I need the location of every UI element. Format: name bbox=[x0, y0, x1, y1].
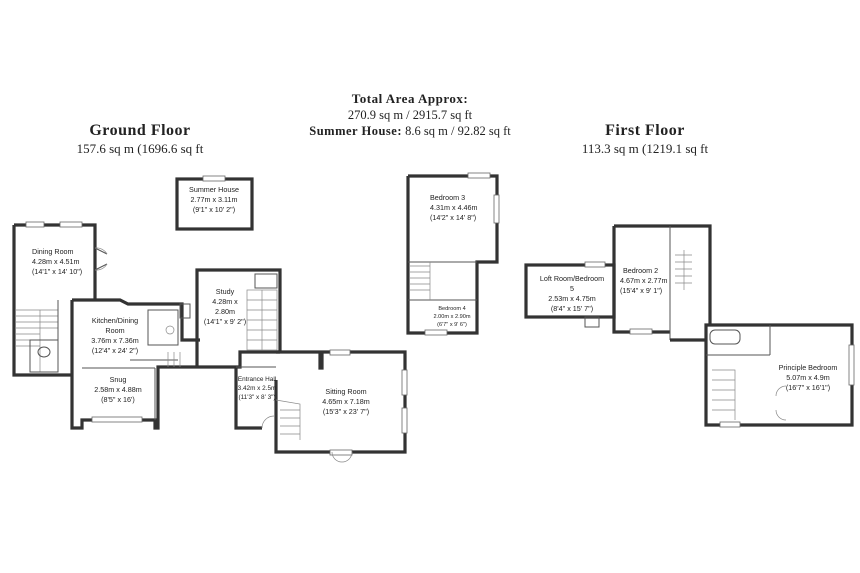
ground-floor-area: 157.6 sq m (1696.6 sq ft bbox=[76, 141, 204, 156]
room-label-bedroom4: Bedroom 4 2.00m x 2.90m (6'7" x 9' 6") bbox=[434, 306, 471, 328]
svg-text:4.28m x 4.51m: 4.28m x 4.51m bbox=[32, 257, 80, 266]
svg-text:2.00m x 2.90m: 2.00m x 2.90m bbox=[434, 314, 471, 320]
svg-text:(14'2" x 14' 8"): (14'2" x 14' 8") bbox=[430, 213, 476, 222]
svg-text:(8'5" x 16'): (8'5" x 16') bbox=[101, 395, 135, 404]
room-label-entrance-hall: Entrance Hall 3.42m x 2.5m (11'3" x 8' 3… bbox=[238, 376, 277, 401]
ground-floor-walls bbox=[12, 221, 408, 456]
svg-text:Sitting Room: Sitting Room bbox=[325, 387, 366, 396]
svg-text:Loft Room/Bedroom: Loft Room/Bedroom bbox=[540, 274, 604, 283]
room-label-sitting-room: Sitting Room 4.65m x 7.18m (15'3" x 23' … bbox=[322, 387, 370, 416]
svg-text:Principle Bedroom: Principle Bedroom bbox=[779, 363, 838, 372]
svg-text:(8'4" x 15' 7"): (8'4" x 15' 7") bbox=[551, 304, 593, 313]
svg-text:Study: Study bbox=[216, 287, 235, 296]
svg-text:2.80m: 2.80m bbox=[215, 307, 235, 316]
svg-text:(12'4" x 24' 2"): (12'4" x 24' 2") bbox=[92, 346, 138, 355]
svg-text:Entrance Hall: Entrance Hall bbox=[238, 376, 276, 383]
svg-text:5: 5 bbox=[570, 284, 574, 293]
svg-text:(15'4" x 9' 1"): (15'4" x 9' 1") bbox=[620, 286, 662, 295]
summer-house-area: Summer House: 8.6 sq m / 92.82 sq ft bbox=[280, 124, 540, 139]
svg-text:2.53m x 4.75m: 2.53m x 4.75m bbox=[548, 294, 596, 303]
svg-text:Snug: Snug bbox=[110, 375, 127, 384]
room-label-snug: Snug 2.58m x 4.88m (8'5" x 16') bbox=[94, 375, 142, 404]
svg-text:(14'1" x 9' 2"): (14'1" x 9' 2") bbox=[204, 317, 246, 326]
svg-text:Bedroom 3: Bedroom 3 bbox=[430, 193, 465, 202]
ground-floor-heading: Ground Floor 157.6 sq m (1696.6 sq ft bbox=[50, 122, 230, 157]
svg-text:2.58m x 4.88m: 2.58m x 4.88m bbox=[94, 385, 142, 394]
svg-text:2.77m x 3.11m: 2.77m x 3.11m bbox=[190, 195, 237, 204]
svg-text:Room: Room bbox=[105, 326, 124, 335]
svg-text:4.28m x: 4.28m x bbox=[212, 297, 238, 306]
total-area-value: 270.9 sq m / 2915.7 sq ft bbox=[347, 108, 473, 122]
room-label-loft-room: Loft Room/Bedroom 5 2.53m x 4.75m (8'4" … bbox=[540, 274, 604, 313]
first-floor-bedroom3-block bbox=[406, 172, 500, 336]
first-floor-title: First Floor bbox=[605, 122, 685, 139]
svg-text:Bedroom 4: Bedroom 4 bbox=[438, 306, 465, 312]
svg-text:5.07m x 4.9m: 5.07m x 4.9m bbox=[786, 373, 830, 382]
svg-text:Summer House: Summer House bbox=[189, 185, 239, 194]
svg-text:4.67m x 2.77m: 4.67m x 2.77m bbox=[620, 276, 668, 285]
first-floor-heading: First Floor 113.3 sq m (1219.1 sq ft bbox=[555, 122, 735, 157]
room-label-summer-house: Summer House 2.77m x 3.11m (9'1" x 10' 2… bbox=[189, 185, 239, 214]
room-label-principle-bedroom: Principle Bedroom 5.07m x 4.9m (16'7" x … bbox=[779, 363, 838, 392]
ground-floor-details bbox=[16, 247, 353, 463]
first-floor-main-block bbox=[612, 224, 855, 428]
room-label-study: Study 4.28m x 2.80m (14'1" x 9' 2") bbox=[204, 287, 246, 326]
svg-text:(6'7" x 9' 6"): (6'7" x 9' 6") bbox=[437, 322, 467, 328]
summer-house-plan bbox=[175, 175, 254, 231]
total-area-label: Total Area Approx: bbox=[351, 91, 469, 106]
svg-text:Dining Room: Dining Room bbox=[32, 247, 74, 256]
svg-text:3.76m x 7.36m: 3.76m x 7.36m bbox=[91, 336, 139, 345]
ground-floor-title: Ground Floor bbox=[89, 122, 191, 139]
room-label-bedroom2: Bedroom 2 4.67m x 2.77m (15'4" x 9' 1") bbox=[620, 266, 668, 295]
svg-text:(11'3" x 8' 3"): (11'3" x 8' 3") bbox=[238, 394, 275, 401]
svg-text:4.65m x 7.18m: 4.65m x 7.18m bbox=[322, 397, 370, 406]
svg-text:4.31m x 4.46m: 4.31m x 4.46m bbox=[430, 203, 478, 212]
svg-text:(9'1" x 10' 2"): (9'1" x 10' 2") bbox=[193, 205, 235, 214]
summer-house-label: Summer House: bbox=[309, 124, 403, 138]
room-label-bedroom3: Bedroom 3 4.31m x 4.46m (14'2" x 14' 8") bbox=[430, 193, 478, 222]
svg-text:Bedroom 2: Bedroom 2 bbox=[623, 266, 658, 275]
svg-text:3.42m x 2.5m: 3.42m x 2.5m bbox=[238, 385, 277, 392]
summer-house-value: 8.6 sq m / 92.82 sq ft bbox=[405, 124, 511, 138]
room-label-dining-room: Dining Room 4.28m x 4.51m (14'1" x 14' 1… bbox=[32, 247, 82, 276]
svg-text:Kitchen/Dining: Kitchen/Dining bbox=[92, 316, 138, 325]
svg-text:(14'1" x 14' 10"): (14'1" x 14' 10") bbox=[32, 267, 82, 276]
first-floor-area: 113.3 sq m (1219.1 sq ft bbox=[581, 141, 709, 156]
svg-text:(15'3" x 23' 7"): (15'3" x 23' 7") bbox=[323, 407, 369, 416]
room-label-kitchen: Kitchen/Dining Room 3.76m x 7.36m (12'4"… bbox=[91, 316, 139, 355]
total-area-block: Total Area Approx: 270.9 sq m / 2915.7 s… bbox=[280, 91, 540, 139]
svg-text:(16'7" x 16'1"): (16'7" x 16'1") bbox=[786, 383, 830, 392]
